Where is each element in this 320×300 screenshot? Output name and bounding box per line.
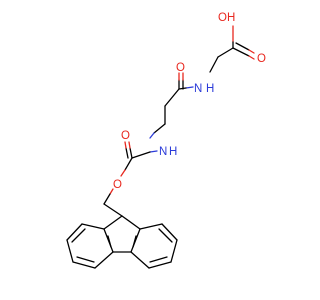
bond-r-2 — [161, 223, 178, 241]
atom-o-carbonyl: O — [121, 130, 130, 142]
bond-c9-c8a — [121, 215, 141, 230]
atom-h-carbamate: H — [169, 146, 177, 158]
bond-o-ch2-red — [109, 188, 114, 195]
bond-c-o-carb-red — [128, 141, 131, 149]
atom-h-amide: H — [206, 83, 214, 95]
bond-ch2-c9 — [103, 203, 123, 217]
bond-ch2-n-blue — [149, 132, 155, 139]
bond-r-6-inner — [132, 235, 137, 248]
bond-n-c-carb-2 — [131, 151, 151, 159]
bond-r-4-inner — [149, 256, 168, 263]
bond-n-c — [185, 86, 194, 89]
bond-c-o-double-inner-red — [248, 49, 255, 54]
bond-c-o-carb-inner-red — [124, 141, 127, 149]
bond-c-o-carb-inner — [125, 147, 129, 159]
bond-n-c-carb — [149, 150, 158, 153]
bond-l-6-inner — [107, 235, 112, 248]
bond-l-2 — [66, 223, 83, 241]
atom-n-amide: N — [194, 83, 202, 95]
bond-c-ch2 — [217, 47, 234, 58]
molecule-structure: OH O N H O N H O O — [66, 12, 266, 269]
bond-r-2-inner — [158, 228, 173, 243]
bond-c8a-c4b — [130, 228, 141, 253]
atom-n-carbamate: N — [159, 146, 167, 158]
bond-l-5 — [94, 251, 114, 269]
carboxylic-acid-group: OH O — [209, 12, 266, 73]
atom-o-amide: O — [176, 62, 185, 74]
bond-l-2-inner — [71, 228, 86, 243]
bond-o-ch2 — [103, 193, 111, 205]
atom-o-acid: O — [257, 53, 266, 65]
bond-r-5 — [130, 251, 150, 269]
bond-r-3 — [170, 239, 178, 263]
atom-o-ester: O — [113, 179, 122, 191]
bond-ch2-n — [209, 56, 219, 73]
bond-c-o-ester-red — [120, 169, 126, 177]
carbamate-group: N H O O — [103, 130, 177, 217]
bond-c-o-double-red — [248, 55, 255, 60]
bond-c-ch2-1 — [164, 88, 180, 107]
bond-l-3 — [66, 239, 74, 263]
bond-r-4 — [148, 261, 172, 269]
bond-c-o-ester — [124, 157, 133, 171]
amide-group: N H O — [149, 62, 214, 139]
bond-c-o-carb — [129, 147, 133, 159]
atom-oh: OH — [218, 12, 235, 24]
bond-c9-c9a — [103, 215, 123, 230]
bond-c-o-double-inner — [235, 42, 250, 51]
bond-c9a-c4a — [103, 228, 114, 253]
fluorene-group — [66, 215, 178, 269]
bond-l-1 — [81, 223, 105, 230]
bond-l-4-inner — [76, 256, 95, 263]
bond-l-4 — [72, 261, 96, 269]
bond-c-o-double — [232, 47, 250, 57]
bond-r-1 — [139, 223, 163, 230]
bond-ch2-n — [153, 123, 166, 134]
